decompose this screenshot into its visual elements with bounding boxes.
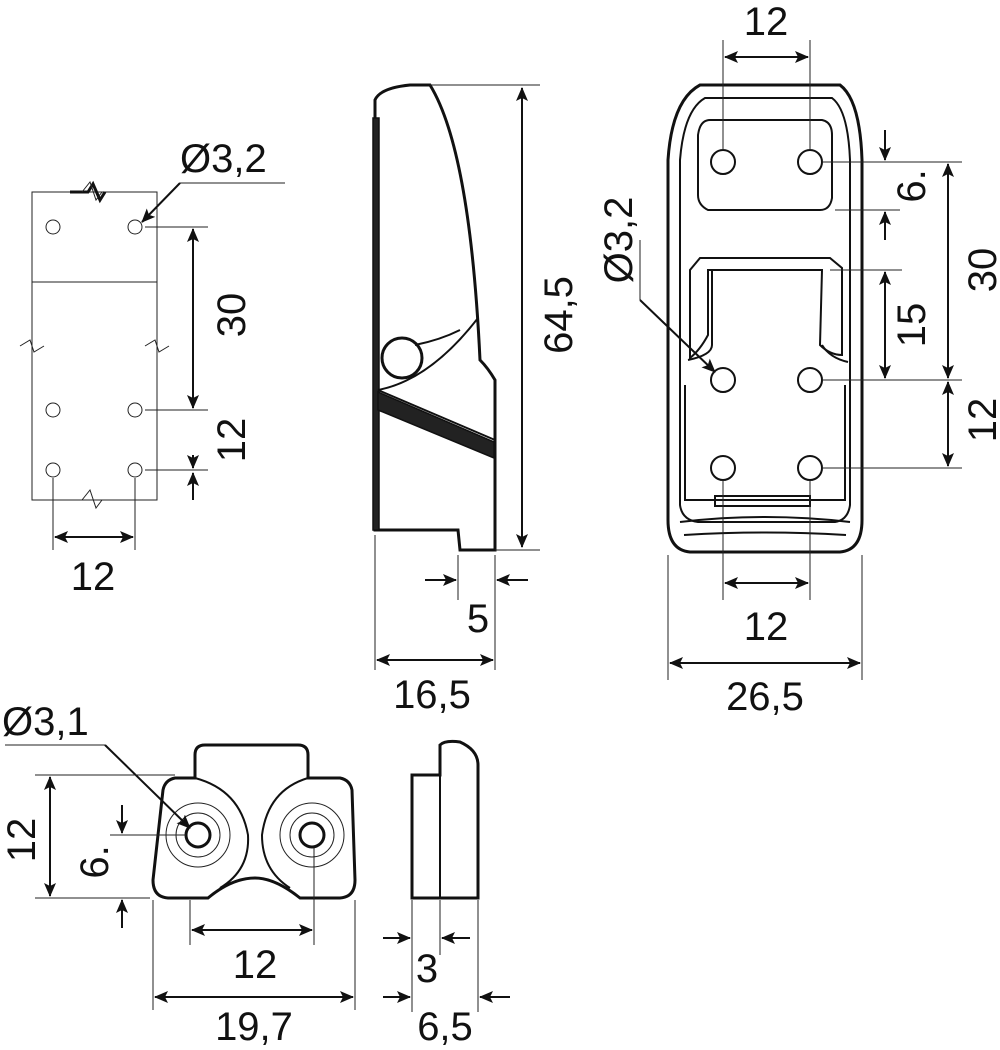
mounting-hole — [127, 219, 143, 235]
catch-hole-diameter-label: Ø3,1 — [2, 700, 89, 744]
break-line-left — [19, 339, 45, 353]
catch-thickness-label: 3 — [416, 947, 438, 991]
break-line-bottom — [81, 488, 103, 510]
mounting-hole — [45, 219, 61, 235]
break-line-top — [81, 180, 103, 202]
catch-width-label: 19,7 — [215, 1005, 293, 1049]
catch-hole-spacing-label: 12 — [233, 943, 278, 987]
catch-hole — [298, 821, 326, 849]
mounting-hole — [127, 462, 143, 478]
mounting-hole — [45, 402, 61, 418]
latch-body-outline — [373, 83, 497, 552]
front-hole — [710, 367, 736, 393]
mounting-hole — [45, 462, 61, 478]
latch-side-view: 64,5 5 16,5 — [372, 83, 581, 717]
leader-arrow — [141, 182, 181, 223]
front-spacing-15-label: 15 — [890, 303, 934, 348]
front-hole — [797, 455, 823, 481]
front-leader-arrow — [639, 299, 716, 373]
catch-depth-label: 6,5 — [417, 1005, 473, 1049]
front-spacing-12-label: 12 — [961, 398, 1000, 443]
mounting-plate-view: Ø3,2 30 12 12 — [19, 137, 285, 599]
break-line-right — [144, 339, 170, 353]
pivot-pin — [380, 336, 424, 380]
front-hole — [710, 149, 736, 175]
catch-side-outline — [410, 739, 480, 900]
plate-hole-diameter-label: Ø3,2 — [180, 137, 267, 181]
latch-front-outline — [666, 83, 864, 554]
plate-lower-spacing-label: 12 — [210, 418, 254, 463]
front-hole — [710, 455, 736, 481]
mounting-hole — [127, 402, 143, 418]
plate-vertical-spacing-label: 30 — [210, 293, 254, 338]
catch-leader-arrow — [104, 744, 191, 829]
catch-plate-view: Ø3,1 12 6. 12 19,7 — [0, 700, 357, 1049]
front-width-label: 26,5 — [726, 675, 804, 719]
front-offset-label: 6. — [890, 169, 934, 202]
front-hole-diameter-label: Ø3,2 — [597, 197, 641, 284]
mid-window — [689, 257, 843, 361]
front-bottom-spacing-label: 12 — [744, 605, 789, 649]
plate-horizontal-spacing-label: 12 — [71, 555, 116, 599]
front-top-spacing-label: 12 — [744, 0, 789, 44]
catch-side-view: 3 6,5 — [383, 739, 510, 1049]
side-tip-label: 5 — [467, 597, 489, 641]
front-hole — [797, 149, 823, 175]
back-plate — [372, 117, 380, 531]
mounting-plate-outline — [31, 191, 158, 501]
side-height-label: 64,5 — [537, 276, 581, 354]
catch-plate-outline — [151, 743, 357, 900]
side-depth-label: 16,5 — [393, 673, 471, 717]
lever-shading — [377, 390, 495, 460]
latch-front-view: 12 Ø3,2 6. 15 30 12 12 26,5 — [597, 0, 1000, 719]
top-window — [697, 119, 833, 211]
front-hole — [797, 367, 823, 393]
catch-offset-label: 6. — [73, 845, 117, 878]
front-spacing-30-label: 30 — [961, 248, 1000, 293]
catch-height-label: 12 — [0, 818, 44, 863]
